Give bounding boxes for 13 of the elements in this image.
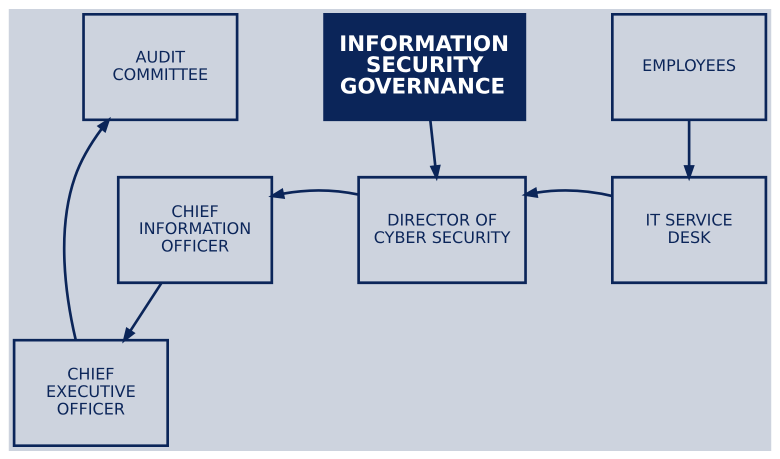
node-box: AUDIT COMMITTEE (82, 12, 238, 121)
node-box: EMPLOYEES (611, 12, 768, 121)
node-box: INFORMATION SECURITY GOVERNANCE (323, 12, 526, 121)
arrow (122, 282, 163, 343)
arrow (522, 186, 612, 198)
node-box: CHIEF EXECUTIVE OFFICER (12, 338, 169, 446)
arrow (428, 119, 441, 181)
arrow (684, 120, 695, 181)
node-box: DIRECTOR OF CYBER SECURITY (357, 175, 527, 284)
arrow (62, 116, 111, 340)
arrow (268, 188, 359, 198)
node-box: CHIEF INFORMATION OFFICER (116, 175, 274, 284)
node-box: IT SERVICE DESK (611, 175, 768, 284)
